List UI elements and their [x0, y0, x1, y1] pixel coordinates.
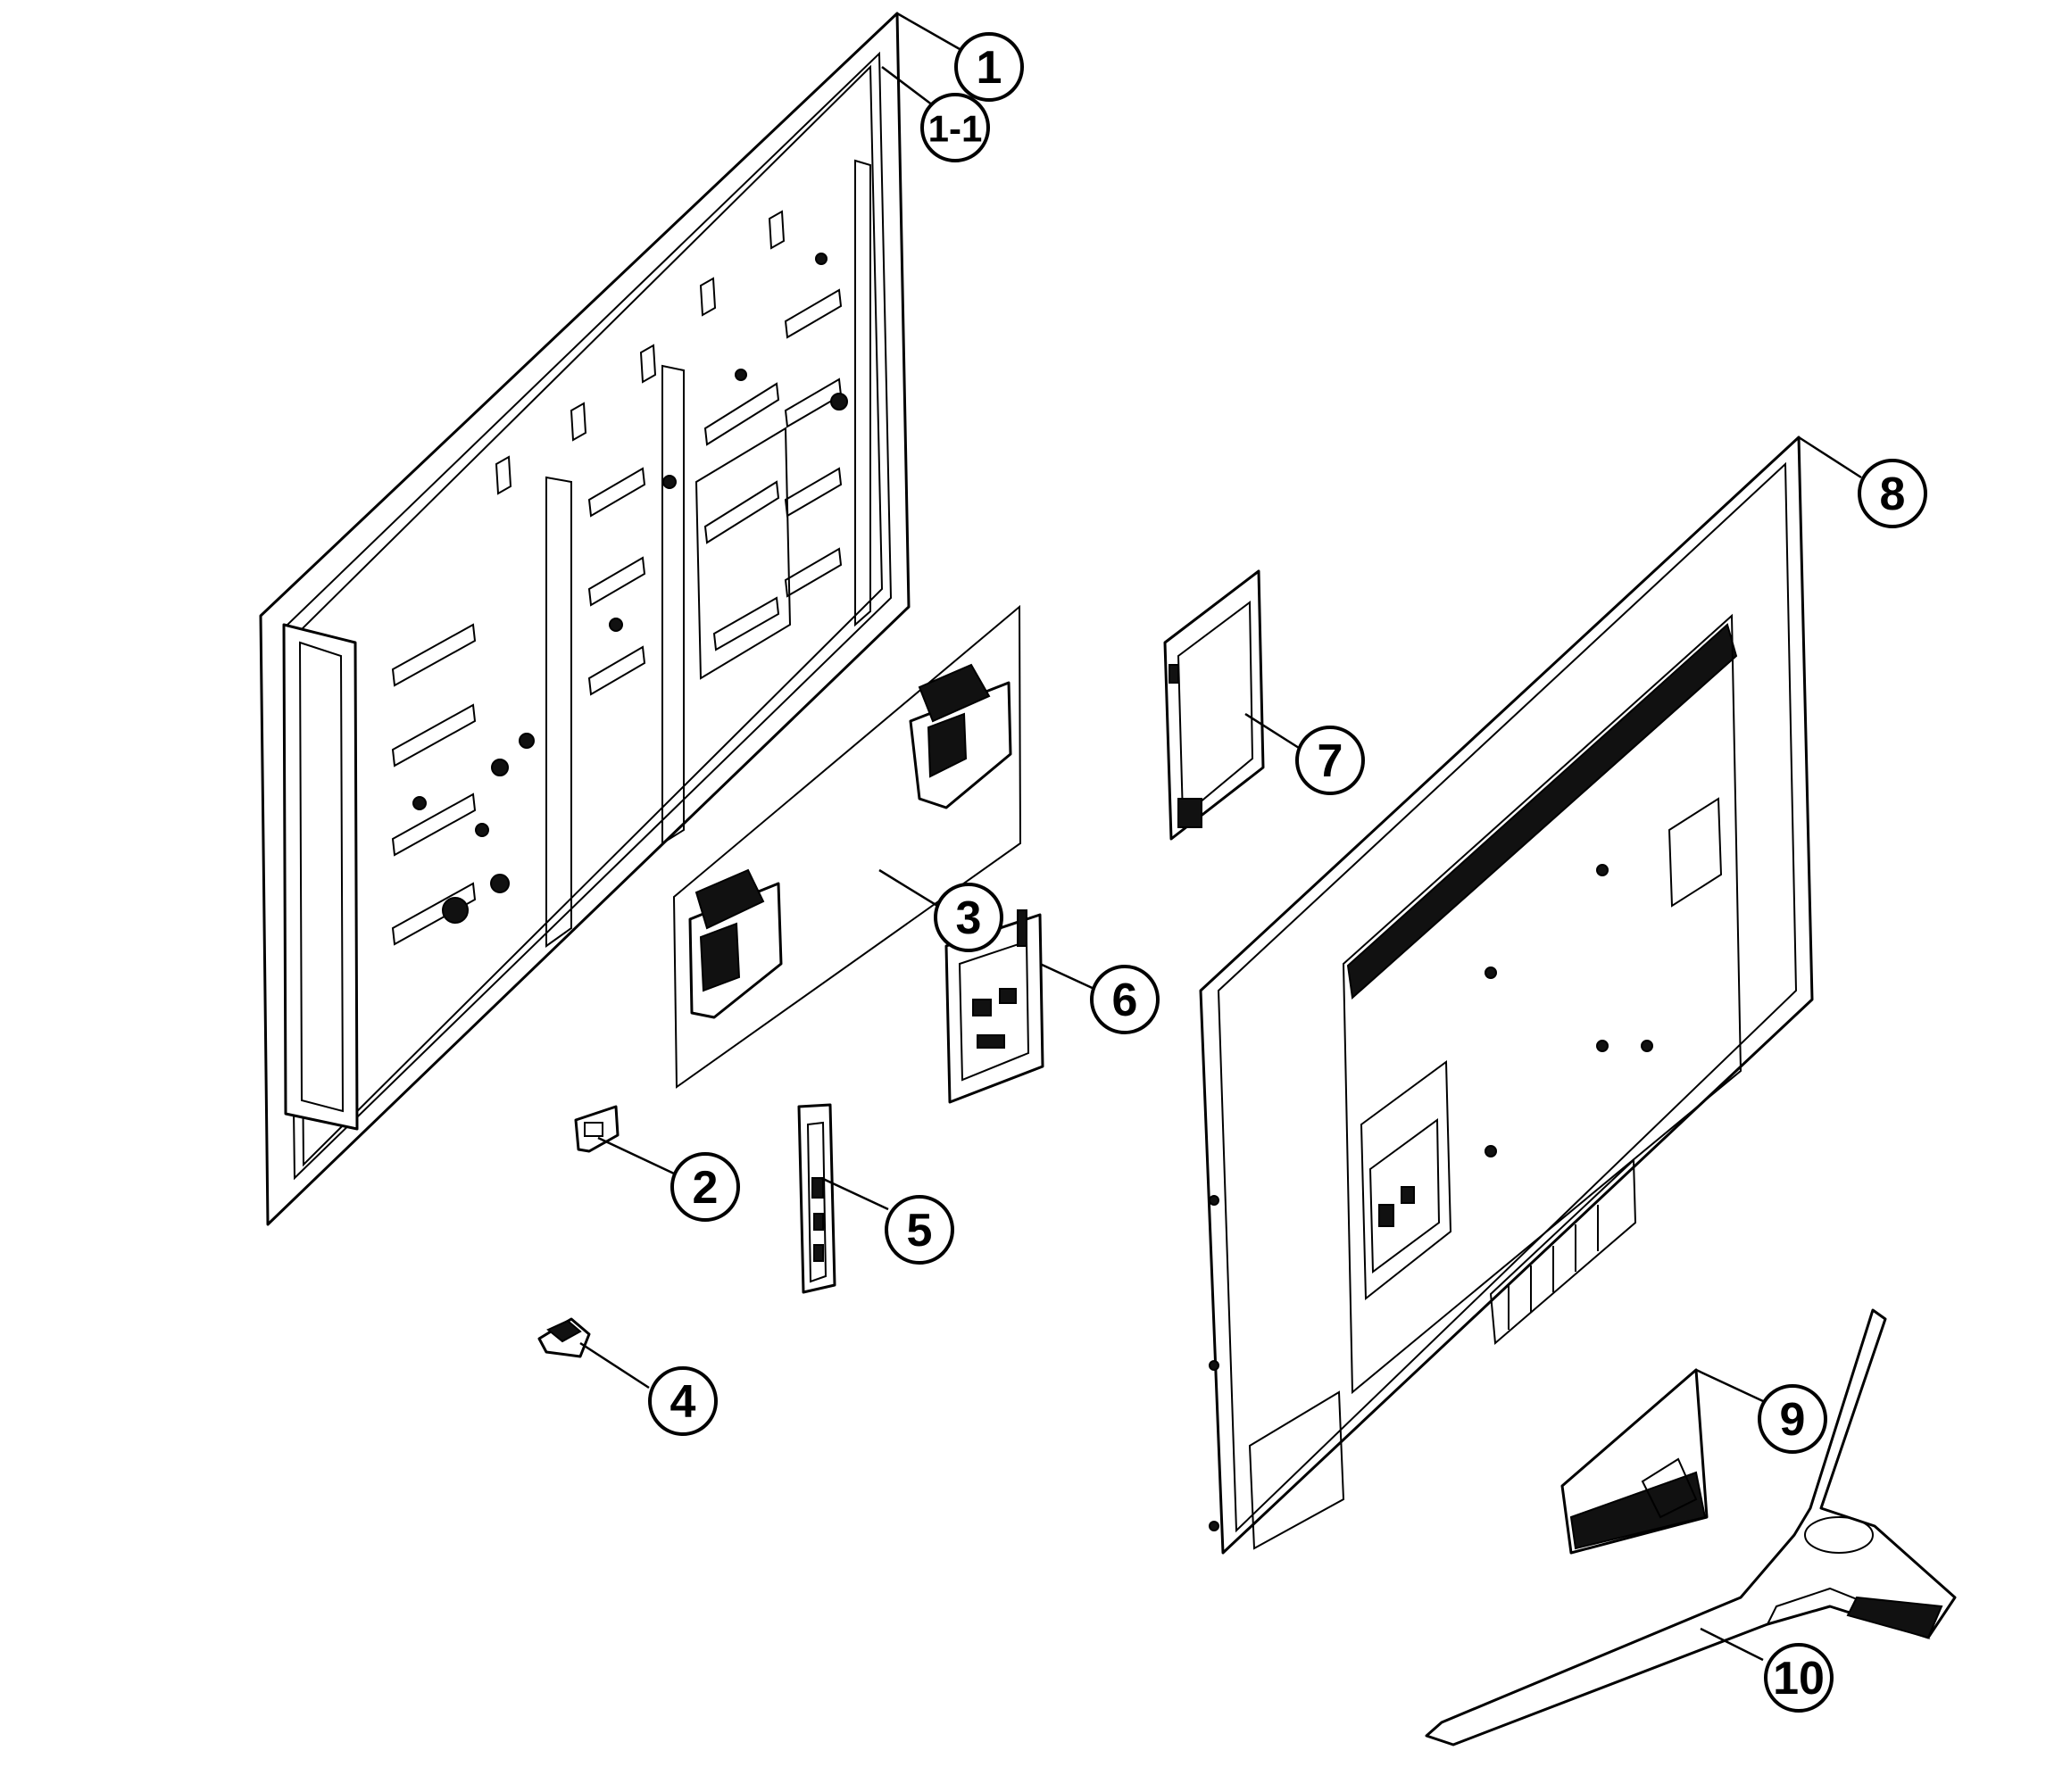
- callout-8: 8: [1858, 459, 1927, 528]
- callout-8-label: 8: [1880, 469, 1906, 520]
- callout-4: 4: [648, 1366, 718, 1436]
- callout-5-label: 5: [907, 1205, 933, 1257]
- part-9-stand-neck: [1560, 1368, 1709, 1555]
- part-10-stand-base: [1425, 1308, 1957, 1746]
- callout-5: 5: [885, 1195, 954, 1265]
- callout-9-label: 9: [1780, 1394, 1806, 1446]
- part-7-power-board: [1163, 569, 1265, 841]
- part-8-back-cover: [1199, 436, 1814, 1555]
- callout-1-1-label: 1-1: [928, 108, 983, 150]
- part-1-panel-frame: [259, 12, 911, 1226]
- callout-1-label: 1: [977, 42, 1002, 94]
- leader-lines: [579, 12, 1862, 1662]
- callout-6: 6: [1090, 965, 1160, 1034]
- callout-1: 1: [954, 32, 1024, 102]
- part-5-side-board: [797, 1103, 836, 1294]
- callout-2-label: 2: [693, 1162, 719, 1214]
- callout-3-label: 3: [956, 892, 982, 944]
- part-2-clip: [574, 1105, 620, 1153]
- part-4-button: [537, 1317, 591, 1358]
- callout-10: 10: [1764, 1643, 1834, 1713]
- callout-6-label: 6: [1112, 975, 1138, 1026]
- callout-1-1: 1-1: [920, 93, 990, 162]
- callout-10-label: 10: [1773, 1653, 1825, 1705]
- part-6-main-board: [944, 909, 1044, 1104]
- callout-3: 3: [934, 883, 1003, 952]
- callout-7: 7: [1295, 726, 1365, 795]
- callout-9: 9: [1758, 1384, 1827, 1454]
- part-3-speakers: [672, 604, 1022, 1089]
- callout-2: 2: [670, 1152, 740, 1222]
- callout-7-label: 7: [1318, 735, 1343, 787]
- callout-4-label: 4: [670, 1376, 696, 1428]
